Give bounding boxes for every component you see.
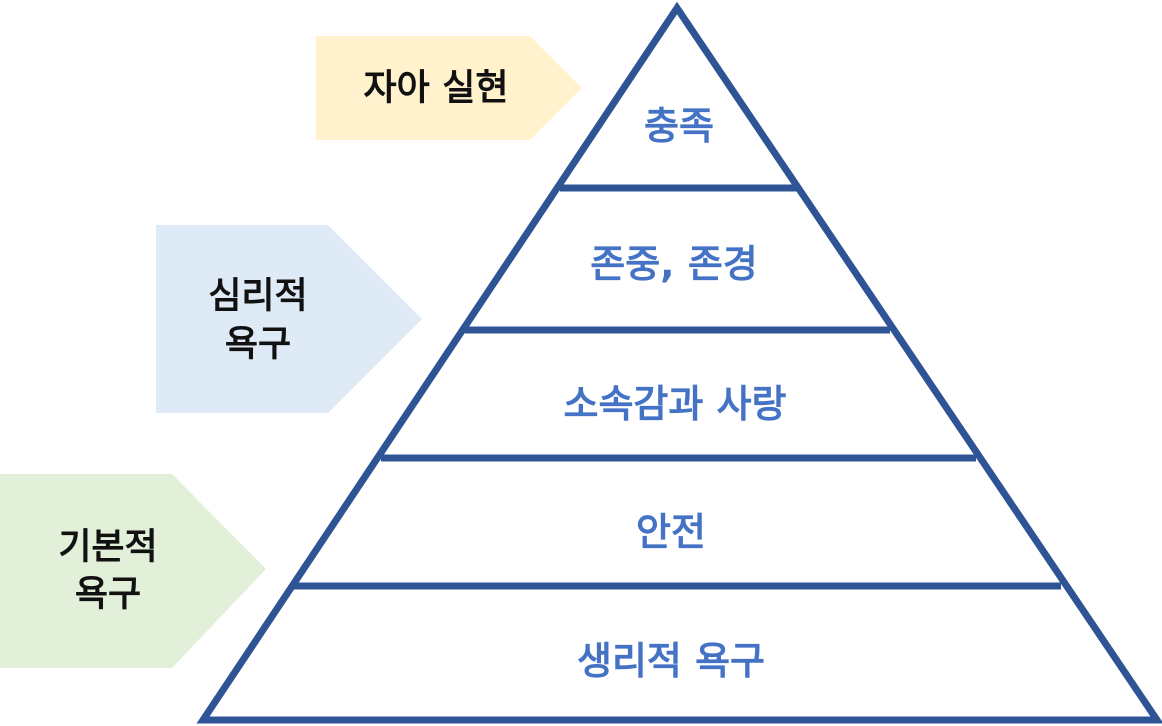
tag-basic-needs: 기본적 욕구 xyxy=(0,474,266,668)
tag-middle-label-line1: 심리적 xyxy=(208,276,307,317)
tag-top-label: 자아 실현 xyxy=(363,68,508,109)
pyramid-level-5-label: 생리적 욕구 xyxy=(577,639,765,683)
tag-bottom-shape xyxy=(0,474,266,668)
pyramid-level-1-label: 충족 xyxy=(644,104,714,148)
pyramid-level-4-label: 안전 xyxy=(636,510,706,554)
pyramid-level-2-label: 존중, 존경 xyxy=(590,242,758,286)
tag-middle-label-line2: 욕구 xyxy=(225,324,291,365)
tag-top-shape xyxy=(316,36,582,140)
pyramid-outline xyxy=(196,1,1162,724)
tag-bottom-label-line2: 욕구 xyxy=(75,574,141,615)
tag-psychological-needs: 심리적 욕구 xyxy=(156,225,422,413)
pyramid-level-3-label: 소속감과 사랑 xyxy=(564,382,787,426)
tag-middle-shape xyxy=(156,225,422,413)
tag-self-actualization: 자아 실현 xyxy=(316,36,582,140)
tag-bottom-label-line1: 기본적 xyxy=(58,527,157,568)
